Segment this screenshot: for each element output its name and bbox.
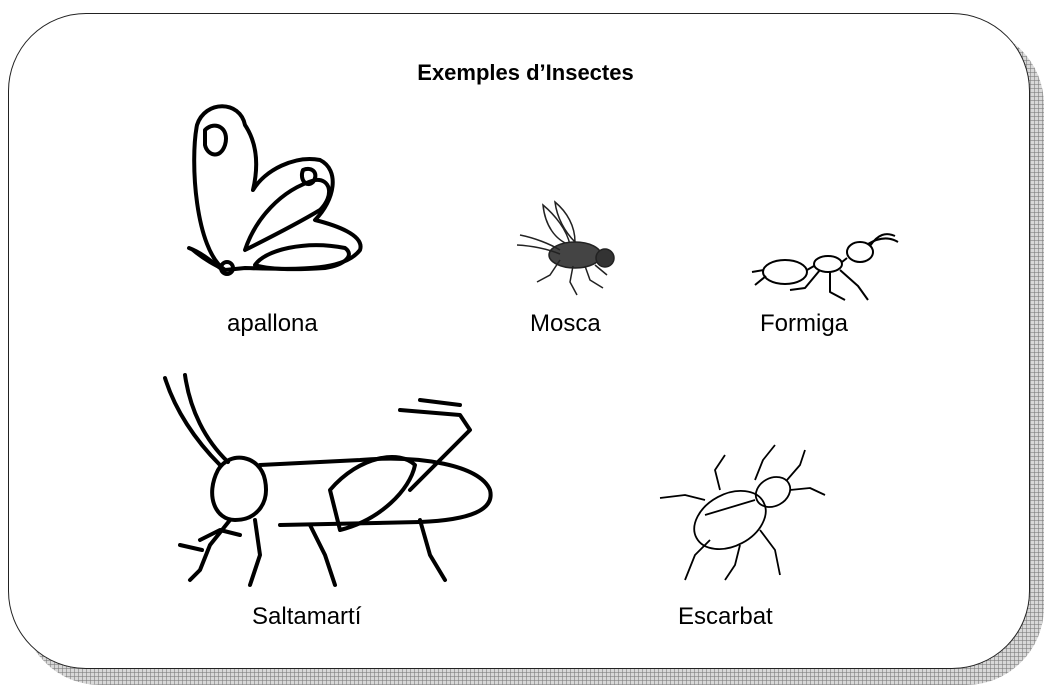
label-beetle: Escarbat xyxy=(678,603,773,630)
grasshopper-icon xyxy=(163,373,493,587)
insect-card xyxy=(8,13,1030,669)
label-grasshopper: Saltamartí xyxy=(252,603,362,630)
butterfly-icon xyxy=(187,104,363,276)
beetle-icon xyxy=(659,444,826,581)
fly-icon xyxy=(516,200,615,296)
label-butterfly: apallona xyxy=(227,310,318,337)
ant-icon xyxy=(751,233,899,301)
label-ant: Formiga xyxy=(760,310,849,337)
label-fly: Mosca xyxy=(530,310,601,337)
page-title: Exemples d’Insectes xyxy=(417,60,634,85)
